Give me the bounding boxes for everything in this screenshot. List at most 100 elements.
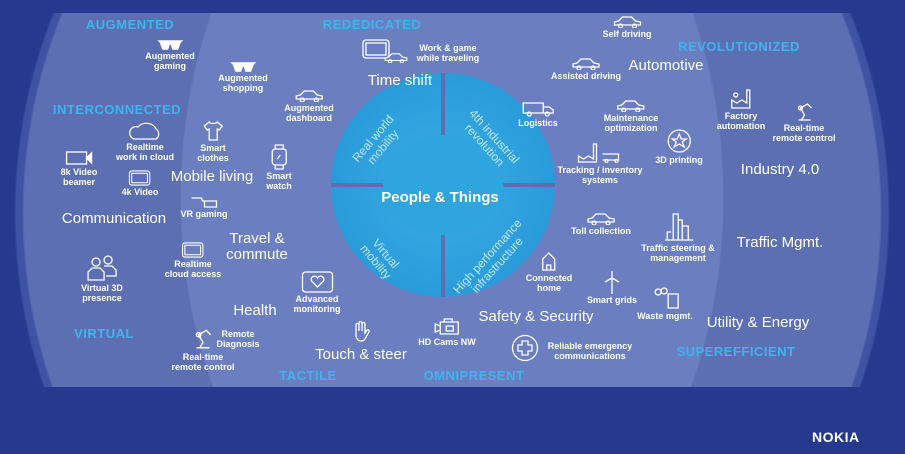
category-mobile-living: Mobile living xyxy=(170,168,254,185)
heading-interconnected: INTERCONNECTED xyxy=(52,102,182,117)
vr-headset-icon xyxy=(190,197,217,208)
shirt-icon xyxy=(203,120,223,141)
category-touch-steer: Touch & steer xyxy=(315,346,407,363)
category-traffic-mgmt: Traffic Mgmt. xyxy=(736,234,824,251)
item-hd-cams: HD Cams NW xyxy=(418,316,476,347)
heading-omnipresent: OMNIPRESENT xyxy=(423,368,525,383)
label: 8k Video xyxy=(60,167,98,177)
label: cloud access xyxy=(164,269,222,279)
label: communications xyxy=(554,351,626,361)
label: optimization xyxy=(604,123,658,133)
label: Factory xyxy=(724,111,758,121)
house-icon xyxy=(542,252,556,271)
people-icon xyxy=(87,255,117,281)
car-icon xyxy=(294,90,324,102)
item-self-driving: Self driving xyxy=(602,16,652,39)
label: Tracking / inventory xyxy=(557,165,643,175)
center-title: People & Things xyxy=(381,189,499,206)
cloud-icon xyxy=(129,122,160,140)
label: Self driving xyxy=(602,29,652,39)
item-traffic-steering: Traffic steering &management xyxy=(641,212,715,263)
label: Reliable emergency xyxy=(547,341,633,351)
label: 4k Video xyxy=(121,187,159,197)
label: dashboard xyxy=(285,113,332,123)
label: Waste mgmt. xyxy=(637,311,693,321)
wind-turbine-icon xyxy=(604,271,620,294)
label: gaming xyxy=(153,61,186,71)
label: remote control xyxy=(171,362,235,372)
medical-plus-icon xyxy=(511,334,539,362)
screen-icon xyxy=(129,170,151,186)
label: Real-time xyxy=(182,352,224,362)
heading-superefficient: SUPEREFFICIENT xyxy=(676,344,796,359)
label: Work & game xyxy=(419,43,477,53)
line: commute xyxy=(226,246,288,263)
label: Realtime xyxy=(174,259,212,269)
category-health: Health xyxy=(233,302,277,319)
factory-truck-icon xyxy=(577,143,619,164)
robot-arm-icon xyxy=(195,329,212,349)
label: Smart xyxy=(266,171,292,181)
label: systems xyxy=(581,175,619,185)
label: remote control xyxy=(772,133,836,143)
label: Maintenance xyxy=(603,113,659,123)
label: Diagnosis xyxy=(216,339,260,349)
heading-virtual: VIRTUAL xyxy=(74,326,134,341)
center-disc xyxy=(331,73,555,297)
3d-printer-icon xyxy=(667,129,691,153)
label: Remote xyxy=(221,329,255,339)
heading-tactile: TACTILE xyxy=(279,368,337,383)
item-3d-printing: 3D printing xyxy=(655,128,703,165)
camera-icon xyxy=(434,318,459,335)
label: Real-time xyxy=(783,123,825,133)
item-toll-collection: Toll collection xyxy=(571,213,631,236)
heading-revolutionized: REVOLUTIONIZED xyxy=(678,39,800,54)
label: presence xyxy=(82,293,122,303)
label: Augmented xyxy=(218,73,268,83)
car-icon xyxy=(382,53,410,63)
category-safety-security: Safety & Security xyxy=(478,308,594,325)
label: Traffic steering & xyxy=(641,243,715,253)
label: Connected xyxy=(525,273,573,283)
label: 3D printing xyxy=(655,155,703,165)
car-icon xyxy=(616,100,646,112)
center-hub xyxy=(383,135,503,235)
label: Realtime xyxy=(126,142,164,152)
label: Assisted driving xyxy=(550,71,622,81)
item-waste-mgmt: Waste mgmt. xyxy=(637,286,693,321)
label: Virtual 3D xyxy=(81,283,123,293)
label: monitoring xyxy=(293,304,341,314)
label: Toll collection xyxy=(571,226,631,236)
watch-icon xyxy=(271,144,287,170)
item-logistics: Logistics xyxy=(518,101,558,128)
item-vr-gaming: VR gaming xyxy=(180,196,228,219)
waste-bin-icon xyxy=(654,287,679,309)
label: home xyxy=(536,283,562,293)
label: Augmented xyxy=(145,51,195,61)
heading-rededicated: REDEDICATED xyxy=(322,17,422,32)
label: beamer xyxy=(62,177,96,187)
video-beamer-icon xyxy=(66,151,93,165)
category-communication: Communication xyxy=(61,210,167,227)
car-icon xyxy=(612,16,642,28)
ar-glasses-icon xyxy=(228,62,258,72)
category-automotive: Automotive xyxy=(628,57,704,74)
tablet-icon xyxy=(182,242,204,258)
label: clothes xyxy=(197,153,229,163)
label: Augmented xyxy=(284,103,334,113)
item-4k-video: 4k Video xyxy=(121,170,159,197)
label: Smart grids xyxy=(586,295,638,305)
